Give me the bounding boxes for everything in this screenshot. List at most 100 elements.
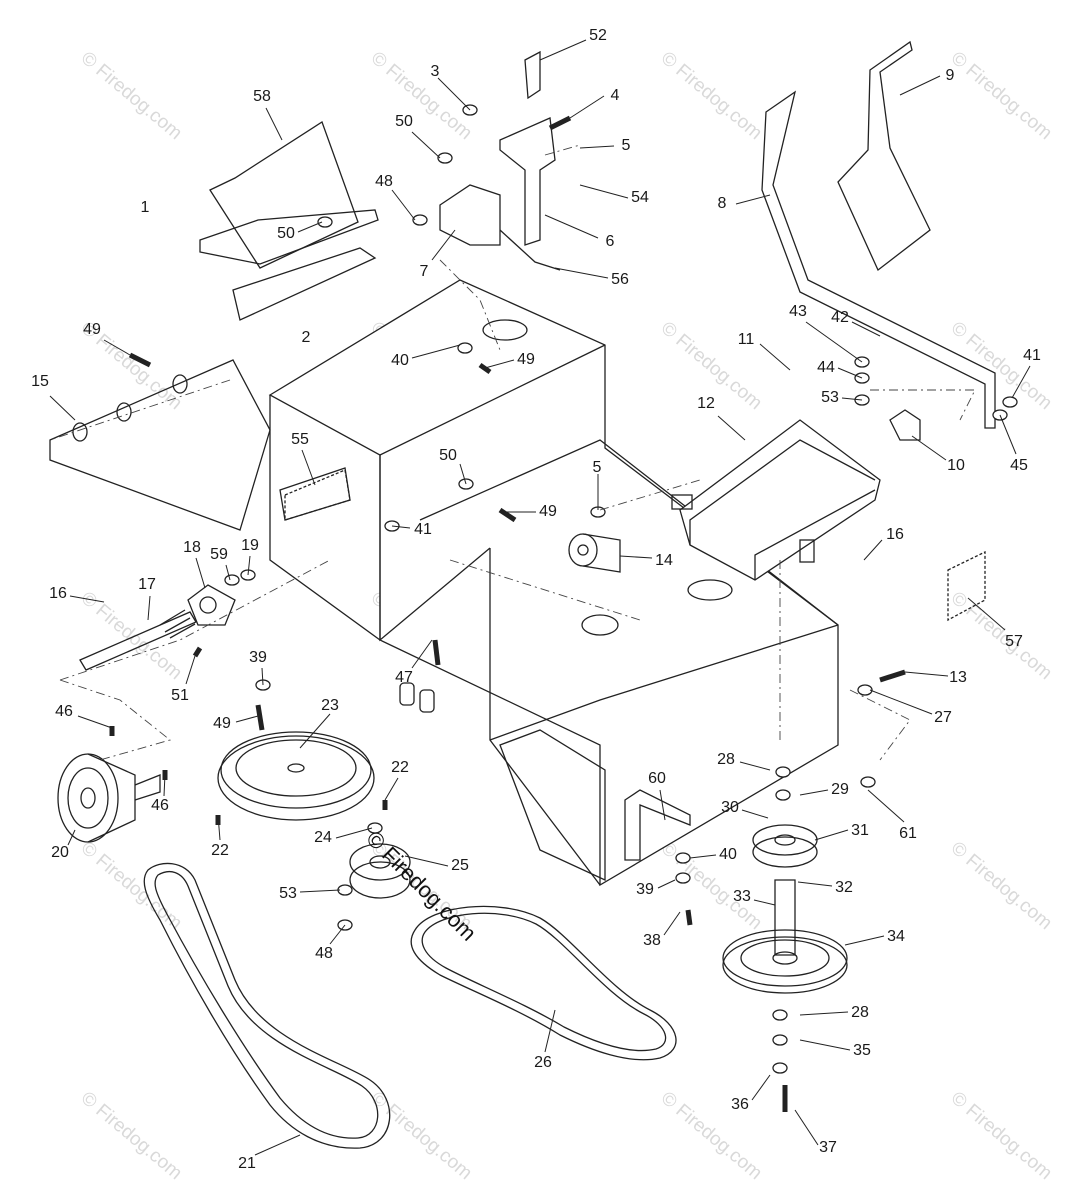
gearbox-12 [671, 419, 881, 581]
part-label-p26: 26 [534, 1054, 552, 1071]
part-label-p27: 27 [934, 709, 952, 726]
leader-line-p52 [539, 39, 587, 61]
pulley-31 [752, 824, 818, 868]
leader-line-p16a [69, 595, 105, 603]
leader-line-p55 [301, 449, 316, 486]
leader-line-p21 [254, 1134, 301, 1156]
leader-line-p54 [579, 184, 629, 199]
part-label-p12: 12 [697, 395, 715, 412]
leader-line-p6 [544, 214, 599, 239]
part-label-p34: 34 [887, 928, 905, 945]
leader-line-p3 [437, 77, 471, 111]
leader-line-p24 [335, 827, 373, 839]
leader-line-p4 [569, 95, 605, 119]
leader-line-p49b [484, 359, 515, 369]
part-label-p37: 37 [819, 1139, 837, 1156]
leader-line-p38 [663, 911, 681, 936]
leader-line-p11 [759, 343, 791, 371]
watermark-text-1: © Firedog.com [367, 48, 476, 144]
part-label-p33: 33 [733, 888, 751, 905]
part-label-p31: 31 [851, 822, 869, 839]
leader-line-p28b [799, 1011, 849, 1016]
washer-19 [675, 852, 691, 864]
part-label-p48a: 48 [375, 173, 393, 190]
leader-lines [49, 39, 1031, 1156]
watermark-text-16: © Firedog.com [77, 1088, 186, 1184]
washer-1 [437, 152, 453, 164]
part-label-p35: 35 [853, 1042, 871, 1059]
bracket-60 [624, 789, 691, 861]
leader-line-p9 [899, 75, 941, 96]
leader-line-p14 [619, 555, 653, 559]
bolt-13 [548, 115, 572, 131]
leader-line-p40b [689, 854, 717, 859]
part-label-p54: 54 [631, 189, 649, 206]
part-label-p49b: 49 [517, 351, 535, 368]
watermark-text-15: © Firedog.com [947, 838, 1056, 934]
leader-line-p22b [217, 814, 221, 841]
handle-part-9 [837, 40, 931, 272]
washer-8 [1002, 396, 1018, 408]
pulley-34 [722, 879, 848, 994]
part-label-p20: 20 [51, 844, 69, 861]
part-label-p8: 8 [718, 195, 727, 212]
part-label-p30: 30 [721, 799, 739, 816]
part-label-p14: 14 [655, 552, 673, 569]
leader-line-p48b [329, 924, 346, 945]
leader-line-p10 [911, 435, 947, 461]
leader-line-p41b [1011, 365, 1031, 399]
part-label-p49d: 49 [213, 715, 231, 732]
part-label-p24: 24 [314, 829, 332, 846]
part-label-p44: 44 [817, 359, 835, 376]
part-label-p48b: 48 [315, 945, 333, 962]
leader-line-p36 [751, 1074, 771, 1101]
leader-line-p30 [741, 809, 769, 819]
washer-10 [224, 574, 240, 586]
leader-line-p41a [391, 525, 411, 529]
part-label-p50b: 50 [277, 225, 295, 242]
part-label-p28b: 28 [851, 1004, 869, 1021]
part-label-p25: 25 [451, 857, 469, 874]
washer-13 [857, 684, 873, 696]
bolt-6 [685, 909, 693, 926]
handle-part-8 [761, 90, 996, 429]
part-label-p16b: 16 [886, 526, 904, 543]
part-label-p50a: 50 [395, 113, 413, 130]
part-label-p57: 57 [1005, 633, 1023, 650]
watermark-text-3: © Firedog.com [947, 48, 1056, 144]
washer-2 [412, 214, 428, 226]
leader-line-p56 [554, 267, 609, 279]
part-label-p52: 52 [589, 27, 607, 44]
main-frame [268, 279, 839, 887]
leader-line-p47 [411, 639, 433, 669]
leader-line-p29 [799, 789, 829, 796]
leader-line-p57 [967, 597, 1006, 631]
leader-line-p49a [103, 339, 131, 356]
part-label-p41b: 41 [1023, 347, 1041, 364]
leader-line-p34 [844, 935, 885, 946]
watermark-text-14: © Firedog.com [657, 838, 766, 934]
part-label-p16a: 16 [49, 585, 67, 602]
bolt-8 [192, 646, 203, 658]
part-label-p39b: 39 [636, 881, 654, 898]
part-label-p5b: 5 [593, 459, 602, 476]
leader-line-p60 [659, 789, 666, 821]
bolt-0 [128, 352, 152, 368]
part-label-p10: 10 [947, 457, 965, 474]
leader-line-p32 [797, 881, 833, 887]
part-label-p59: 59 [210, 546, 228, 563]
leader-line-p48a [391, 189, 416, 221]
part-label-p40a: 40 [391, 352, 409, 369]
bolt-4 [432, 639, 441, 666]
part-label-p4: 4 [611, 87, 620, 104]
part-label-p51: 51 [171, 687, 189, 704]
decal-55 [284, 469, 351, 521]
leader-line-p44 [837, 367, 863, 379]
leader-line-p18 [195, 557, 206, 589]
part-label-p41a: 41 [414, 521, 432, 538]
part-label-p19: 19 [241, 537, 259, 554]
leader-line-p28a [739, 761, 771, 771]
leader-line-p53a [841, 397, 863, 401]
part-label-p53b: 53 [279, 885, 297, 902]
